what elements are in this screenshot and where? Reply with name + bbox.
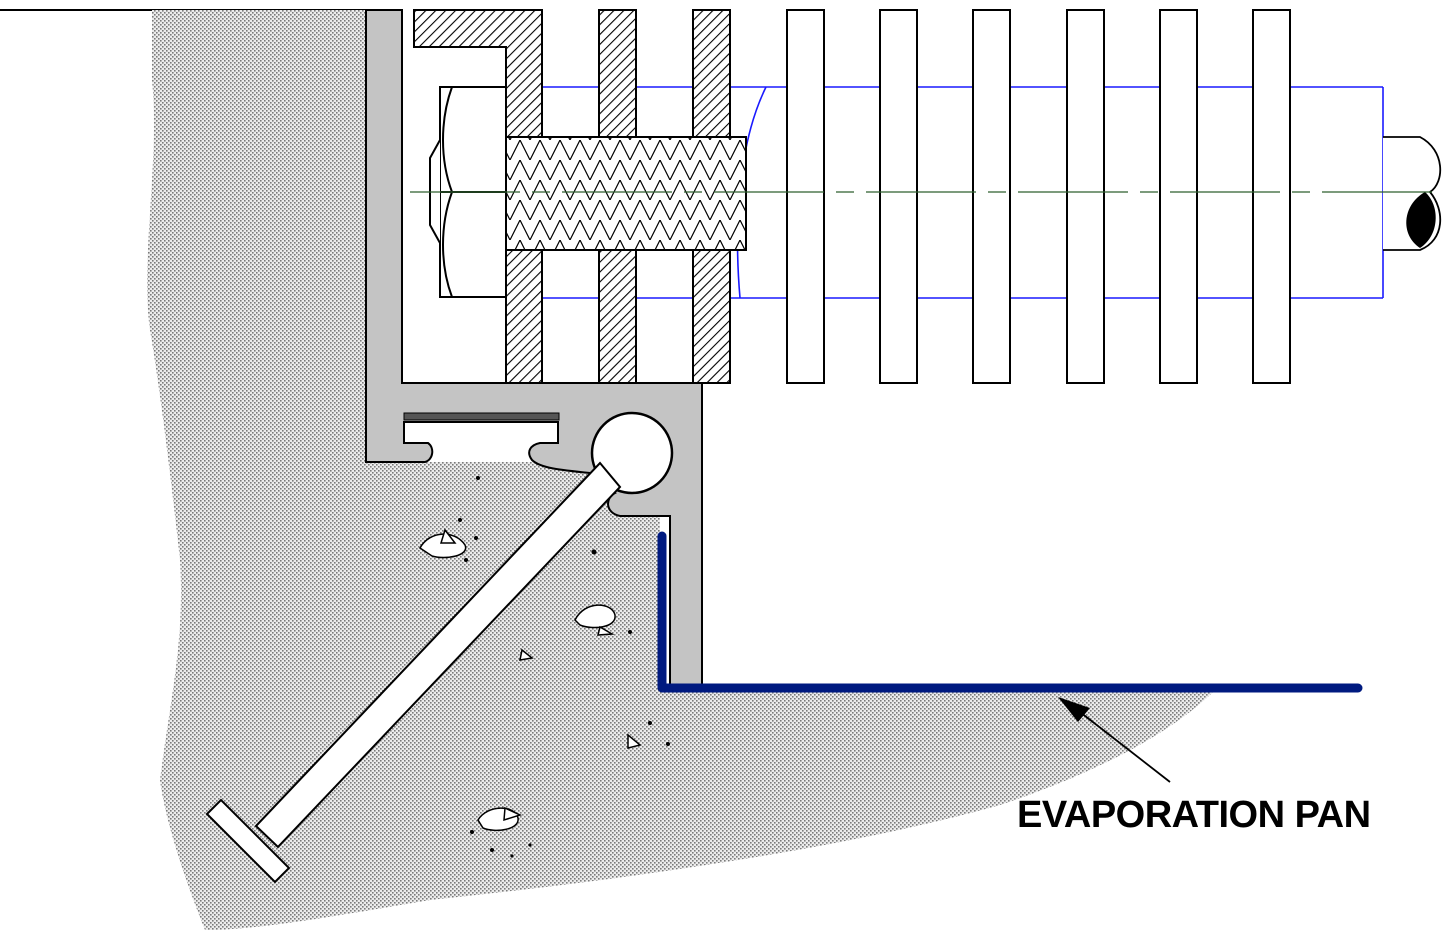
frame-extrusion bbox=[365, 9, 703, 691]
aggregate-stones bbox=[419, 528, 642, 831]
hinge-ball bbox=[590, 411, 674, 495]
leader-arrow bbox=[1058, 697, 1171, 783]
bolt-shank bbox=[505, 136, 747, 251]
evaporation-pan bbox=[657, 531, 1363, 693]
white-fins bbox=[786, 9, 1291, 384]
seal-strip bbox=[403, 412, 560, 421]
aggregate-specks bbox=[458, 476, 670, 858]
rod-break-end bbox=[1383, 136, 1442, 251]
anchor-rod bbox=[205, 461, 622, 884]
evaporation-pan-label: EVAPORATION PAN bbox=[1017, 794, 1371, 836]
